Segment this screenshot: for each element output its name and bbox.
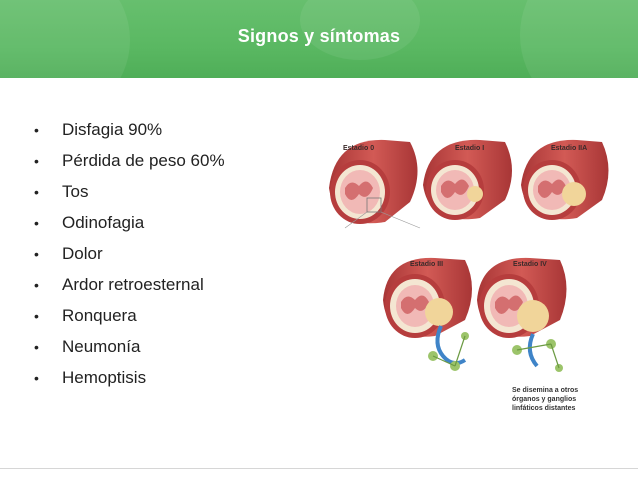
symptom-text: Ronquera xyxy=(62,306,137,325)
list-item: • Dolor xyxy=(34,242,225,273)
decorative-circle xyxy=(0,0,130,78)
symptom-list: •Disfagia 90% •Pérdida de peso 60% •Tos … xyxy=(34,118,225,397)
list-item: • Disfagia 90% xyxy=(34,118,225,149)
footer-divider xyxy=(0,468,638,469)
symptom-text: Tos xyxy=(62,182,89,201)
list-item: • Tos xyxy=(34,180,225,211)
bullet-icon: • xyxy=(34,308,39,324)
caption-line: Se disemina a otros xyxy=(512,387,578,394)
symptom-text: Ardor retroesternal xyxy=(62,275,204,294)
list-item: • Ardor retroesternal xyxy=(34,273,225,304)
cancer-stages-illustration: Estadio 0 Estadio I Estadio IIA Estadio … xyxy=(329,139,609,412)
bullet-icon: • xyxy=(34,184,39,200)
stage-label: Estadio III xyxy=(410,261,443,268)
stage-4-tube xyxy=(477,257,567,372)
slide-title: Signos y síntomas xyxy=(237,26,401,46)
stage-1-tube xyxy=(423,139,512,220)
title-bar: Signos y síntomas xyxy=(0,0,638,78)
caption-line: linfáticos distantes xyxy=(512,405,576,412)
decorative-circle xyxy=(520,0,638,78)
stage-label: Estadio IIA xyxy=(551,145,587,152)
caption-line: órganos y ganglios xyxy=(512,396,576,403)
symptom-text: Neumonía xyxy=(62,337,141,356)
symptom-text: Hemoptisis xyxy=(62,368,147,387)
list-item: • Ronquera xyxy=(34,304,225,335)
bullet-icon: • xyxy=(34,153,39,169)
list-item: • Odinofagia xyxy=(34,211,225,242)
list-item: • Neumonía xyxy=(34,335,225,366)
bullet-icon: • xyxy=(34,277,39,293)
symptom-text: Disfagia 90% xyxy=(62,120,163,139)
stage-2a-tube xyxy=(521,139,609,220)
bullet-icon: • xyxy=(34,246,39,262)
list-item: • Pérdida de peso 60% xyxy=(34,149,225,180)
symptom-text: Pérdida de peso 60% xyxy=(62,151,225,170)
stage-label: Estadio I xyxy=(455,145,484,152)
bullet-icon: • xyxy=(34,215,39,231)
stage-label: Estadio 0 xyxy=(343,145,374,152)
symptom-text: Dolor xyxy=(62,244,103,263)
bullet-icon: • xyxy=(34,370,39,386)
stage-0-tube xyxy=(329,139,421,229)
stage-label: Estadio IV xyxy=(513,261,547,268)
list-item: • Hemoptisis xyxy=(34,366,225,397)
symptom-text: Odinofagia xyxy=(62,213,145,232)
bullet-icon: • xyxy=(34,339,39,355)
stage-3-tube xyxy=(383,257,472,371)
bullet-icon: • xyxy=(34,122,39,138)
